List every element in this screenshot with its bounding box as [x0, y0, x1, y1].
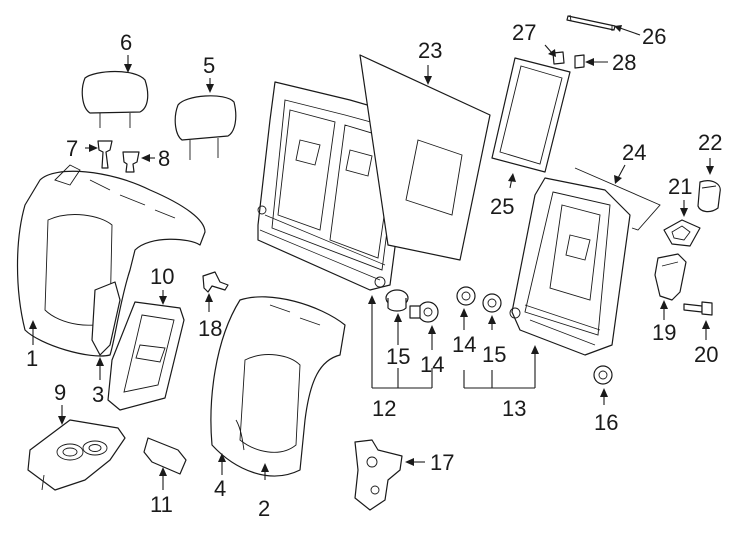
callout-9: 9	[54, 380, 66, 405]
callout-3: 3	[92, 382, 104, 407]
headrest-center	[174, 95, 237, 160]
callout-15b: 15	[482, 342, 506, 367]
callout-7: 7	[66, 136, 78, 161]
callout-24: 24	[622, 140, 646, 165]
callout-21: 21	[668, 174, 692, 199]
callout-17: 17	[430, 450, 454, 475]
bolt-20	[683, 301, 713, 316]
callout-19: 19	[652, 320, 676, 345]
callout-15a: 15	[386, 344, 410, 369]
seat-back-trim-strip	[235, 419, 245, 451]
callout-28: 28	[612, 50, 636, 75]
bushing-14-right	[456, 286, 476, 306]
bracket-17	[354, 439, 403, 511]
callout-14a: 14	[420, 352, 444, 377]
callout-5: 5	[203, 53, 215, 78]
callout-27: 27	[512, 20, 536, 45]
headrest-guide-sleeve-button	[122, 151, 140, 173]
callout-1: 1	[26, 346, 38, 371]
headrest-left	[81, 70, 149, 128]
callout-22: 22	[698, 130, 722, 155]
callout-8: 8	[158, 146, 170, 171]
callout-12: 12	[372, 396, 396, 421]
callout-14b: 14	[452, 332, 476, 357]
callout-labels: 1 2 3 4 5 6 7 8 9 10 11 12 13 14 14 15 1…	[26, 20, 722, 521]
callout-20: 20	[694, 342, 718, 367]
armrest-cover	[27, 419, 126, 491]
leader-lines	[29, 25, 714, 490]
callout-16: 16	[594, 410, 618, 435]
release-button-22	[697, 180, 721, 213]
seat-back-cover-left	[16, 164, 206, 357]
callout-26: 26	[642, 24, 666, 49]
callout-2: 2	[258, 496, 270, 521]
bushing-16	[593, 365, 613, 385]
bushing-15-left	[385, 289, 409, 312]
latch-clip	[202, 271, 229, 293]
frame-seal	[491, 57, 571, 173]
trim-strip-26	[566, 14, 616, 31]
callout-4: 4	[214, 476, 226, 501]
seat-back-frame-right	[509, 177, 631, 356]
callout-11: 11	[150, 492, 173, 517]
latch-handle-19	[654, 253, 687, 301]
clip-28	[574, 54, 585, 69]
release-bezel-21	[663, 219, 701, 247]
seat-back-panel-right	[574, 167, 661, 231]
callout-13: 13	[502, 396, 526, 421]
callout-18: 18	[198, 316, 222, 341]
headrest-guide-sleeve	[97, 140, 113, 169]
callout-6: 6	[120, 30, 132, 55]
callout-23: 23	[418, 38, 442, 63]
seat-back-insert-strip	[91, 281, 121, 356]
armrest-cover-pad	[143, 437, 187, 475]
armrest-frame	[107, 301, 185, 411]
callout-25: 25	[490, 194, 514, 219]
bushing-14-left	[409, 301, 439, 323]
seat-back-cover-right	[210, 296, 346, 477]
seat-back-panel	[359, 54, 491, 261]
callout-10: 10	[150, 264, 174, 289]
bushing-15-right	[482, 293, 502, 313]
